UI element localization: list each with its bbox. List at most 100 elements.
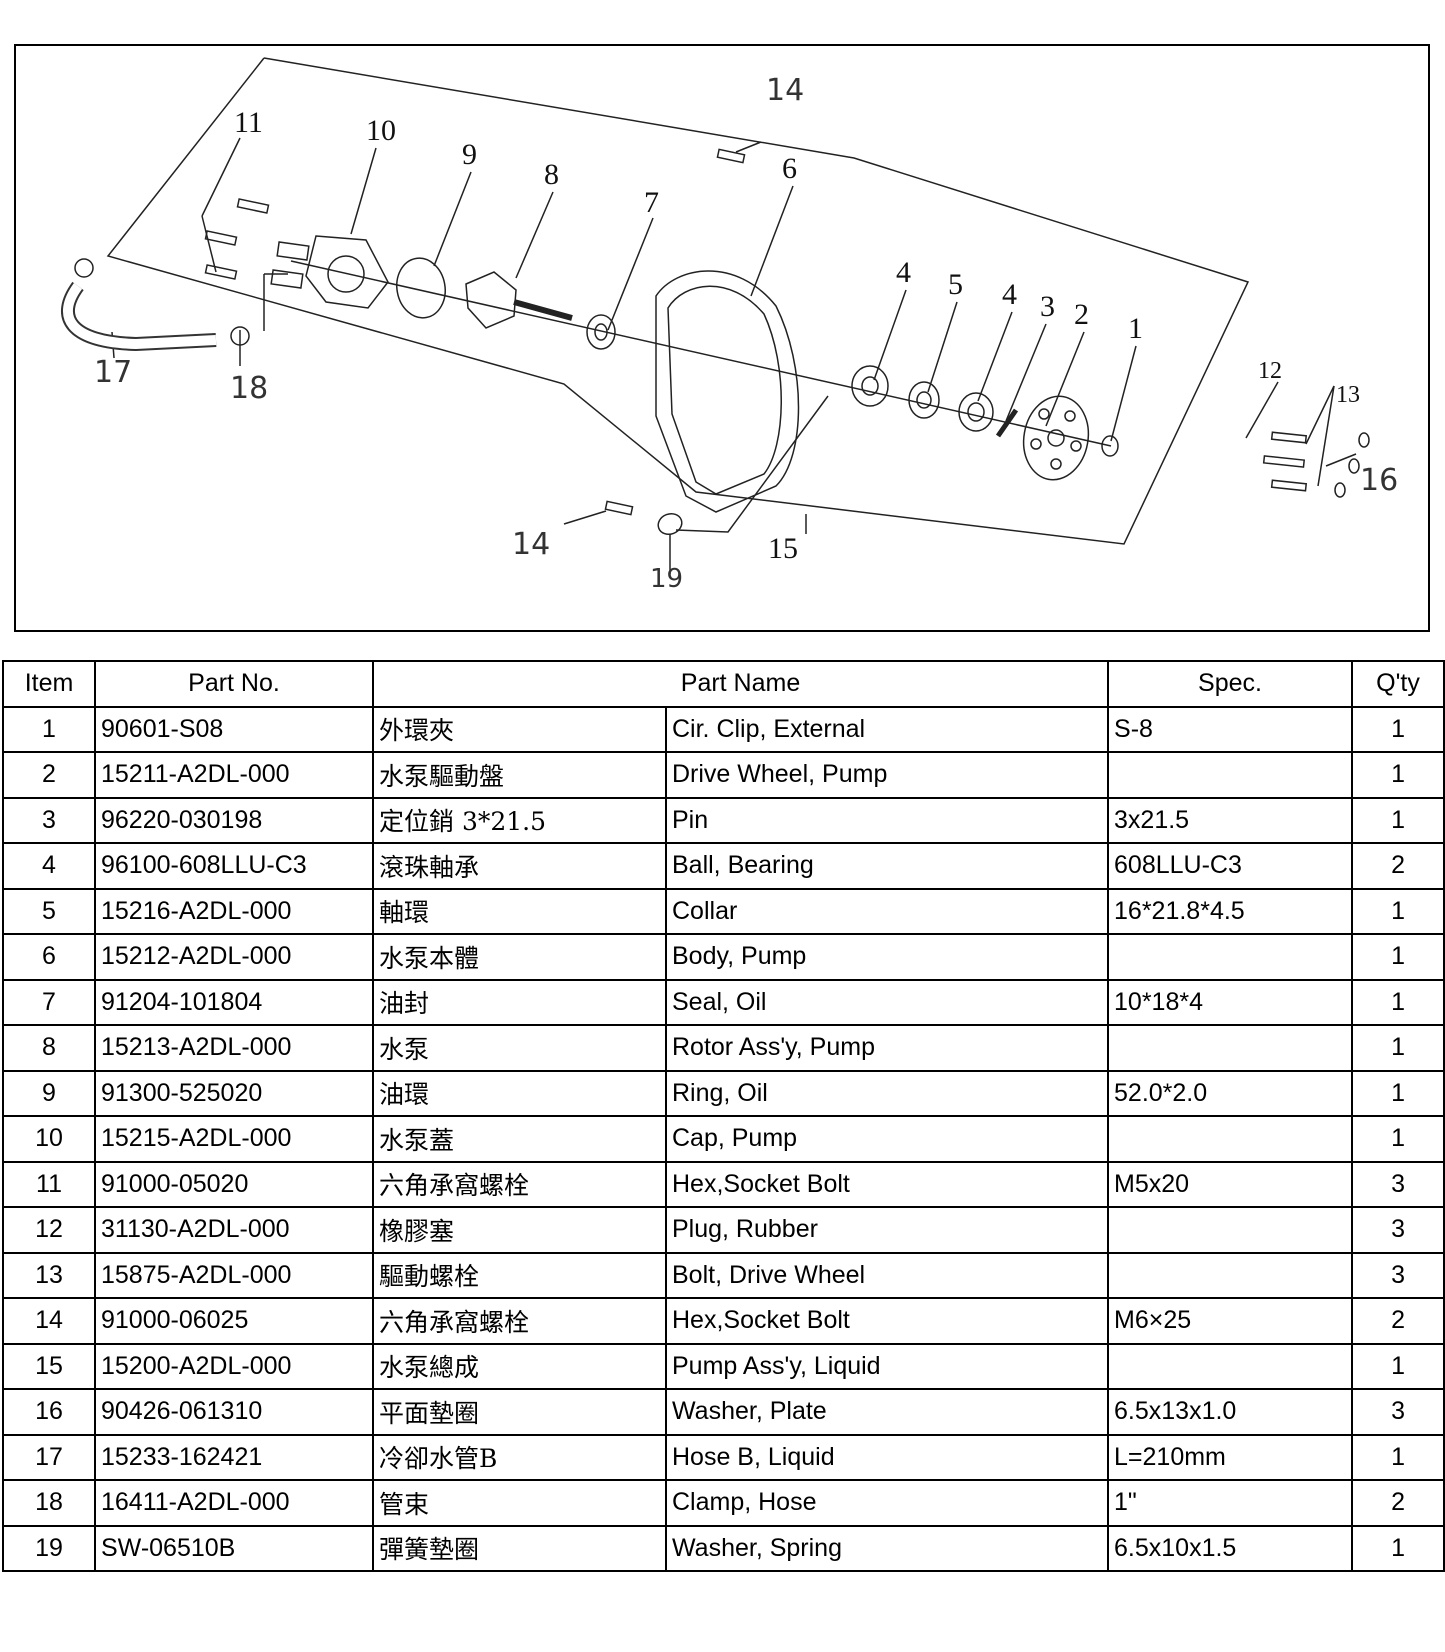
header-spec: Spec. (1107, 660, 1354, 708)
cell-spec: S-8 (1107, 705, 1354, 753)
cell-part-no: 91000-06025 (94, 1297, 374, 1345)
cell-item: 1 (2, 705, 96, 753)
cell-item: 11 (2, 1160, 96, 1208)
cell-spec (1107, 1251, 1354, 1299)
cell-qty: 1 (1351, 796, 1445, 844)
cell-part-no: 91204-101804 (94, 978, 374, 1026)
washer-19-shape (657, 512, 683, 536)
cell-name-zh: 水泵蓋 (372, 1115, 667, 1163)
cell-item: 13 (2, 1251, 96, 1299)
cell-name-en: Washer, Plate (664, 1388, 1110, 1436)
shaft-axis (290, 260, 1112, 447)
callout-3: 3 (1040, 290, 1055, 323)
cell-name-en: Hose B, Liquid (664, 1433, 1110, 1481)
cell-part-no: 15233-162421 (94, 1433, 374, 1481)
cell-part-no: 15216-A2DL-000 (94, 887, 374, 935)
cell-name-en: Washer, Spring (664, 1524, 1110, 1572)
header-part-no: Part No. (94, 660, 374, 708)
cell-spec: 6.5x10x1.5 (1107, 1524, 1354, 1572)
cell-part-no: 96100-608LLU-C3 (94, 842, 374, 890)
cell-qty: 1 (1351, 751, 1445, 799)
cell-qty: 1 (1351, 1433, 1445, 1481)
callout-4a: 4 (896, 256, 911, 289)
cell-qty: 2 (1351, 1479, 1445, 1527)
cell-item: 16 (2, 1388, 96, 1436)
cell-name-zh: 水泵本體 (372, 933, 667, 981)
cell-part-no: 16411-A2DL-000 (94, 1479, 374, 1527)
cell-spec (1107, 1115, 1354, 1163)
cell-qty: 3 (1351, 1206, 1445, 1254)
cell-name-en: Hex,Socket Bolt (664, 1160, 1110, 1208)
cell-qty: 3 (1351, 1251, 1445, 1299)
cell-qty: 1 (1351, 1024, 1445, 1072)
o-ring-shape (396, 257, 446, 319)
rotor-shape (465, 271, 517, 329)
cell-part-no: 31130-A2DL-000 (94, 1206, 374, 1254)
cell-name-en: Ball, Bearing (664, 842, 1110, 890)
cell-item: 2 (2, 751, 96, 799)
cell-name-en: Cap, Pump (664, 1115, 1110, 1163)
cell-part-no: 91300-525020 (94, 1069, 374, 1117)
cell-spec: 10*18*4 (1107, 978, 1354, 1026)
cell-name-zh: 六角承窩螺栓 (372, 1160, 667, 1208)
cell-spec: 608LLU-C3 (1107, 842, 1354, 890)
exploded-parts-diagram: 11 10 9 8 7 6 4 5 4 3 2 1 12 13 16 14 14… (14, 44, 1430, 632)
callout-19: 19 (650, 564, 684, 594)
callout-11: 11 (234, 106, 263, 139)
callout-8: 8 (544, 158, 559, 191)
callout-7: 7 (644, 186, 659, 219)
cell-name-zh: 滾珠軸承 (372, 842, 667, 890)
cell-item: 9 (2, 1069, 96, 1117)
cell-spec: M5x20 (1107, 1160, 1354, 1208)
cell-part-no: 15215-A2DL-000 (94, 1115, 374, 1163)
cell-part-no: 15200-A2DL-000 (94, 1342, 374, 1390)
cell-spec: 16*21.8*4.5 (1107, 887, 1354, 935)
cell-name-en: Seal, Oil (664, 978, 1110, 1026)
drive-wheel-shape (1022, 395, 1090, 481)
callout-18: 18 (230, 371, 269, 406)
bearing-4a-shape (851, 365, 889, 407)
cell-item: 3 (2, 796, 96, 844)
cell-part-no: 96220-030198 (94, 796, 374, 844)
cell-name-en: Hex,Socket Bolt (664, 1297, 1110, 1345)
callout-14-bottom: 14 (512, 527, 551, 562)
cell-item: 4 (2, 842, 96, 890)
cell-item: 12 (2, 1206, 96, 1254)
cell-part-no: 15211-A2DL-000 (94, 751, 374, 799)
oil-seal-shape (586, 314, 616, 350)
cell-part-no: SW-06510B (94, 1524, 374, 1572)
cell-name-zh: 定位銷 3*21.5 (372, 796, 667, 844)
cell-item: 8 (2, 1024, 96, 1072)
header-part-name: Part Name (371, 660, 1110, 708)
cell-name-zh: 水泵 (372, 1024, 667, 1072)
cell-qty: 1 (1351, 705, 1445, 753)
cell-qty: 1 (1351, 978, 1445, 1026)
cell-spec: 6.5x13x1.0 (1107, 1388, 1354, 1436)
cell-qty: 1 (1351, 1069, 1445, 1117)
cell-qty: 3 (1351, 1160, 1445, 1208)
cell-qty: 1 (1351, 887, 1445, 935)
assembly-outline (106, 57, 1250, 545)
cell-qty: 2 (1351, 842, 1445, 890)
cell-spec (1107, 1024, 1354, 1072)
cell-name-en: Bolt, Drive Wheel (664, 1251, 1110, 1299)
cell-spec: 3x21.5 (1107, 796, 1354, 844)
cell-part-no: 15212-A2DL-000 (94, 933, 374, 981)
callout-13: 13 (1336, 382, 1360, 408)
cell-item: 17 (2, 1433, 96, 1481)
cell-spec (1107, 751, 1354, 799)
cell-name-zh: 冷卻水管B (372, 1433, 667, 1481)
cell-item: 19 (2, 1524, 96, 1572)
cell-part-no: 90426-061310 (94, 1388, 374, 1436)
